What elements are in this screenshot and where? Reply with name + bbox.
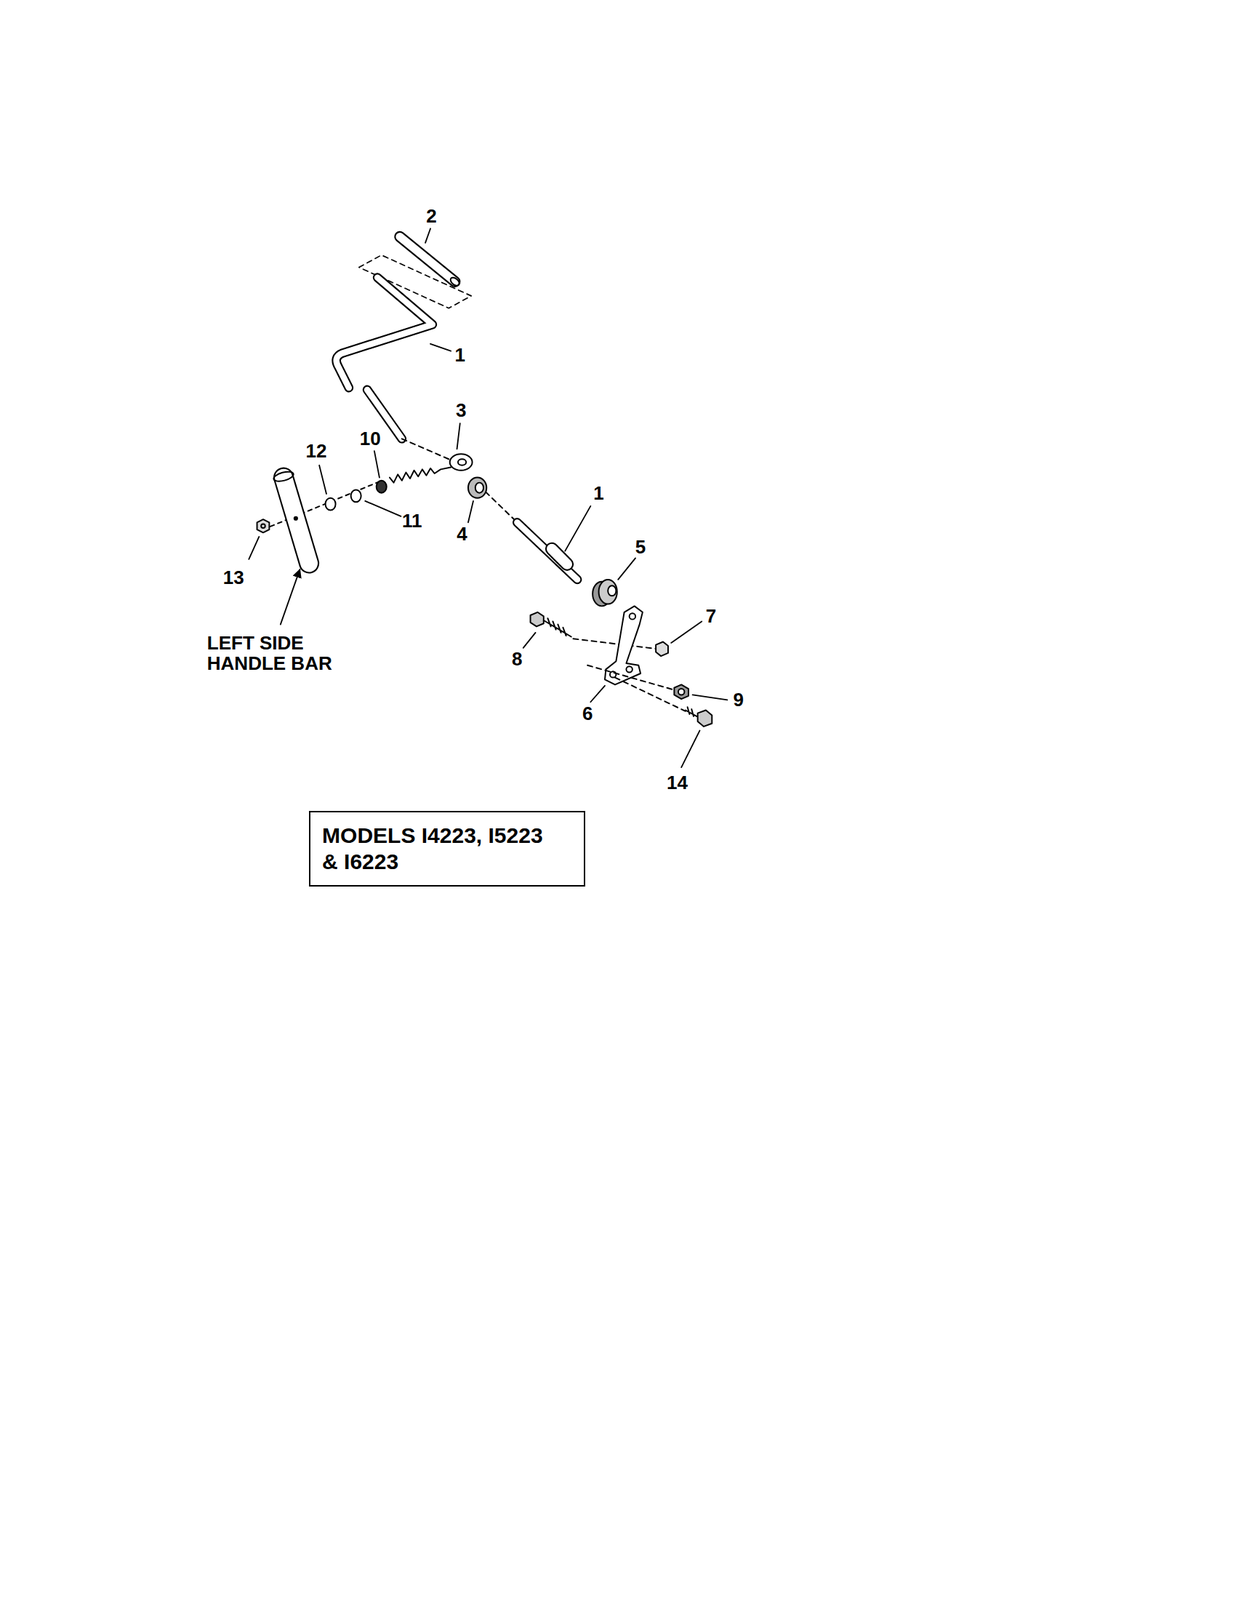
bracket — [604, 605, 643, 685]
part-location-note: LEFT SIDE HANDLE BAR — [207, 632, 368, 674]
model-note-box: MODELS I4223, I5223 & I6223 — [308, 810, 586, 887]
washer — [325, 497, 336, 511]
callout-number: 14 — [666, 772, 688, 794]
callout-number: 1 — [593, 482, 604, 504]
grommet — [468, 477, 487, 498]
callout-number: 12 — [305, 440, 327, 462]
bushing — [592, 579, 618, 606]
model-note: MODELS I4223, I5223 & I6223 — [322, 822, 554, 875]
nut — [655, 641, 669, 656]
callout-number: 4 — [456, 522, 467, 544]
nut — [257, 519, 270, 533]
bolt — [685, 706, 712, 727]
leader-lines — [248, 228, 728, 767]
bolt — [530, 612, 572, 637]
callout-number: 10 — [359, 428, 381, 450]
handle-bar-tube — [272, 469, 309, 563]
washer — [351, 489, 362, 502]
shift-rod — [336, 277, 433, 440]
nut — [673, 684, 689, 699]
callout-number: 13 — [223, 567, 245, 589]
callout-number: 6 — [582, 702, 593, 724]
shift-rod-end — [516, 521, 578, 580]
handle-grip — [399, 236, 461, 287]
callout-number: 8 — [511, 648, 522, 670]
lock-nut — [376, 480, 387, 493]
callout-number: 11 — [402, 509, 423, 531]
callout-number: 5 — [635, 536, 646, 558]
callout-number: 7 — [705, 605, 717, 627]
eye-bolt — [389, 453, 473, 483]
callout-number: 1 — [455, 344, 466, 366]
callout-number: 2 — [426, 205, 437, 227]
callout-number: 9 — [733, 689, 744, 711]
callout-number: 3 — [455, 399, 467, 421]
